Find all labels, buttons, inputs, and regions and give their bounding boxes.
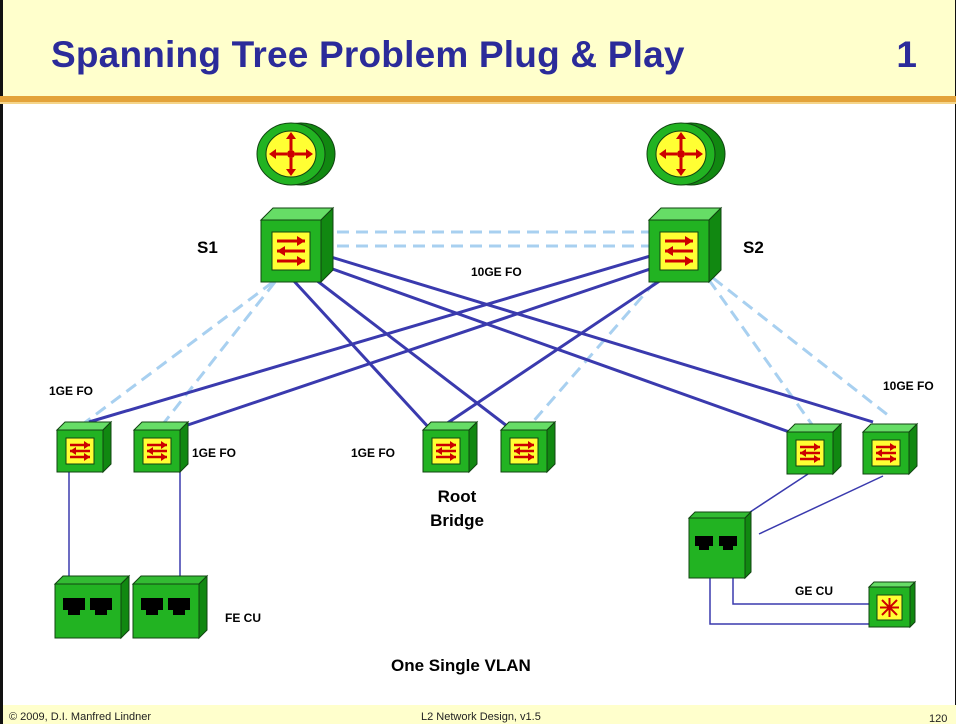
s2-to-root-bridge — [430, 274, 668, 436]
cable-hub-to-star-switch-outer — [709, 558, 871, 625]
switch-label-s2: S2 — [743, 238, 764, 257]
slide-title: Spanning Tree Problem Plug & Play — [51, 34, 685, 75]
wall-outlet-icon — [132, 575, 208, 639]
page-number: 120 — [929, 713, 948, 725]
blocked-links — [82, 230, 890, 427]
s1-to-root-bridge — [291, 278, 433, 432]
s1-to-access-6 — [320, 252, 874, 424]
s2-to-access-5-blocked — [707, 279, 815, 427]
s1-to-access-2-blocked — [161, 281, 277, 425]
access-switch-icon — [132, 420, 190, 474]
copyright-notice: © 2009, D.I. Manfred Lindner — [9, 711, 152, 723]
root-bridge-label-line-1: Root — [438, 487, 477, 506]
star-switch-icon — [868, 581, 916, 628]
router-icon — [645, 121, 727, 187]
header-rule-highlight — [0, 102, 956, 104]
deck-title: L2 Network Design, v1.5 — [421, 711, 541, 723]
core-switch-s2-icon — [647, 206, 723, 284]
root-link-label: 1GE FO — [351, 446, 395, 460]
active-links — [88, 252, 874, 436]
core-switch-s1-icon — [259, 206, 335, 284]
vlan-caption: One Single VLAN — [391, 656, 531, 675]
right-uplink-label: 10GE FO — [883, 379, 934, 393]
root-bridge-switch-icon — [421, 420, 479, 474]
s1-to-access-1-blocked — [82, 280, 274, 426]
edge-hub-icon — [688, 511, 752, 579]
access-switch-icon — [499, 420, 557, 474]
cable-access-6-to-hub — [758, 475, 884, 535]
access-switch-icon — [785, 422, 843, 476]
root-bridge-label-line-2: Bridge — [430, 511, 484, 530]
s2-to-access-4-blocked — [529, 281, 657, 425]
s2-to-access-6-blocked — [712, 276, 890, 418]
slide-sequence-number: 1 — [896, 34, 917, 75]
access-link-label: 1GE FO — [192, 446, 236, 460]
diagram-area: S1 S2 10GE FO 1GE FO 10GE FO 1GE FO 1GE … — [0, 104, 956, 705]
switch-label-s1: S1 — [197, 238, 218, 257]
s2-to-access-2 — [166, 262, 666, 434]
header-rule — [0, 96, 956, 102]
core-link-label: 10GE FO — [471, 265, 522, 279]
access-switch-icon — [55, 420, 113, 474]
router-icon — [255, 121, 337, 187]
s1-to-access-4 — [302, 268, 508, 428]
cable-access-5-to-hub — [740, 473, 809, 519]
wall-outlet-icon — [54, 575, 130, 639]
slide-header: Spanning Tree Problem Plug & Play 1 — [0, 0, 956, 96]
s1-to-access-5 — [312, 260, 796, 436]
slide-footer: © 2009, D.I. Manfred Lindner L2 Network … — [0, 705, 956, 725]
fe-copper-label: FE CU — [225, 611, 261, 625]
ge-copper-label: GE CU — [795, 584, 833, 598]
s2-to-access-1 — [88, 252, 658, 424]
network-diagram: S1 S2 10GE FO 1GE FO 10GE FO 1GE FO 1GE … — [49, 121, 934, 675]
left-uplink-label: 1GE FO — [49, 384, 93, 398]
access-switch-icon — [861, 422, 919, 476]
